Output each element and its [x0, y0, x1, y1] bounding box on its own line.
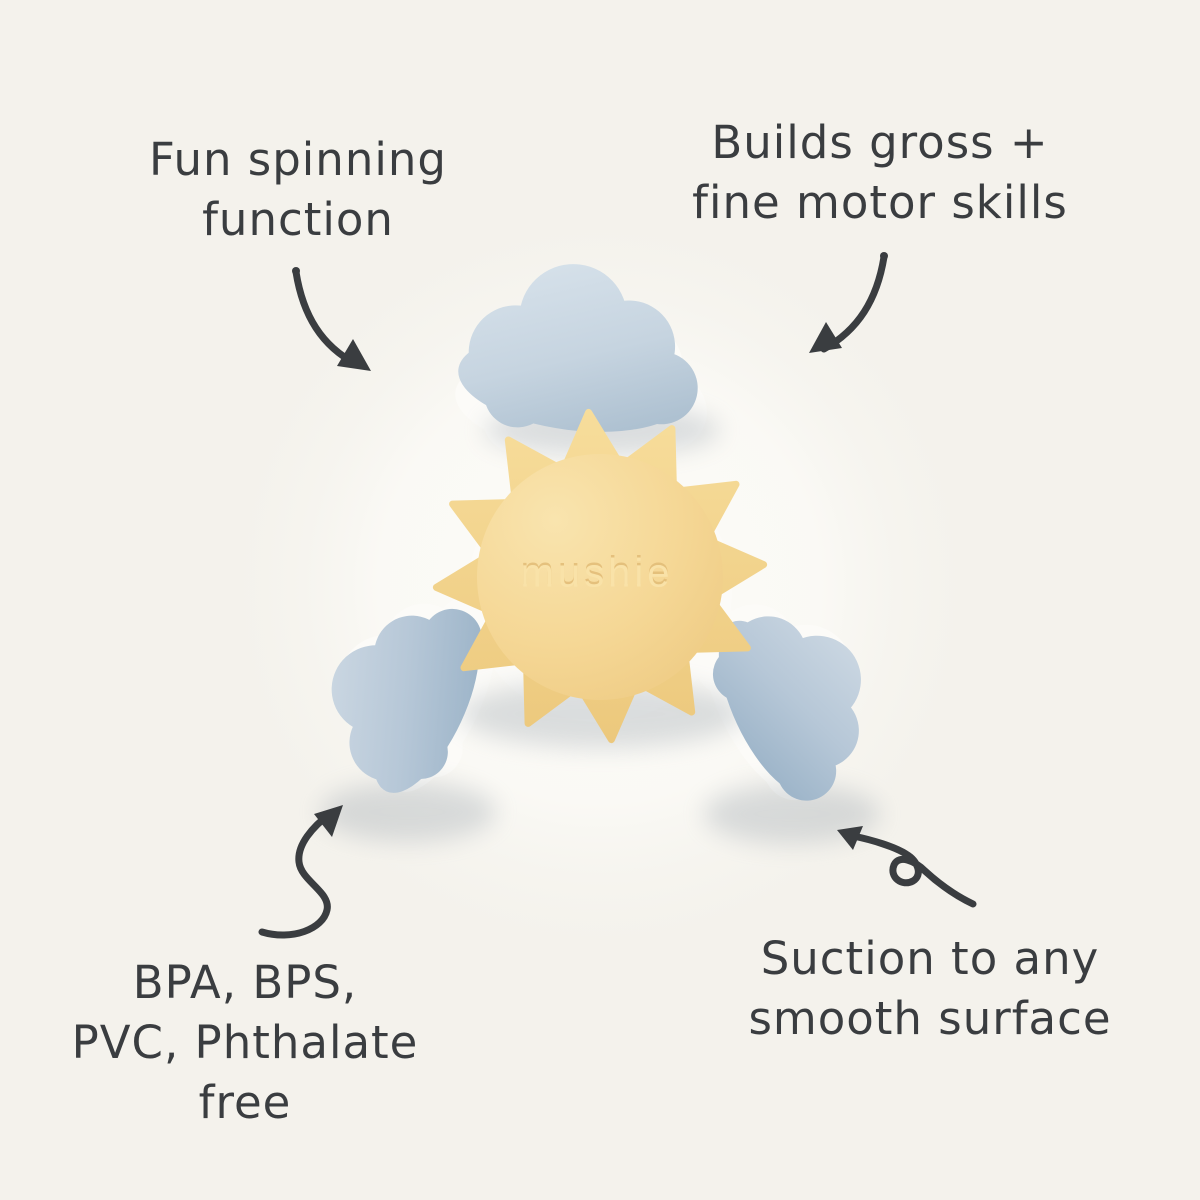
brand-engraving: mushie mushie — [521, 549, 674, 596]
arrow-bottom-left-icon — [258, 805, 343, 939]
svg-text:mushie: mushie — [521, 552, 674, 596]
arrow-top-right-icon — [809, 252, 888, 353]
annotation-line: function — [202, 193, 394, 246]
svg-text:mushie: mushie — [521, 549, 674, 593]
annotation-top-left: Fun spinning function — [88, 130, 508, 250]
arrow-top-left-icon — [292, 267, 371, 371]
annotation-line: smooth surface — [748, 992, 1112, 1045]
annotation-line: PVC, Phthalate — [71, 1016, 419, 1069]
sun-dome — [477, 454, 723, 700]
annotation-line: BPA, BPS, — [132, 956, 358, 1009]
annotation-bottom-left: BPA, BPS, PVC, Phthalate free — [40, 953, 450, 1133]
annotation-line: Fun spinning — [149, 133, 447, 186]
annotation-top-right: Builds gross + fine motor skills — [650, 113, 1110, 233]
arrow-bottom-right-icon — [837, 826, 977, 908]
annotation-bottom-right: Suction to any smooth surface — [700, 929, 1160, 1049]
annotation-line: fine motor skills — [692, 176, 1068, 229]
annotation-line: free — [198, 1076, 292, 1129]
annotation-line: Builds gross + — [711, 116, 1049, 169]
annotation-line: Suction to any — [760, 932, 1100, 985]
